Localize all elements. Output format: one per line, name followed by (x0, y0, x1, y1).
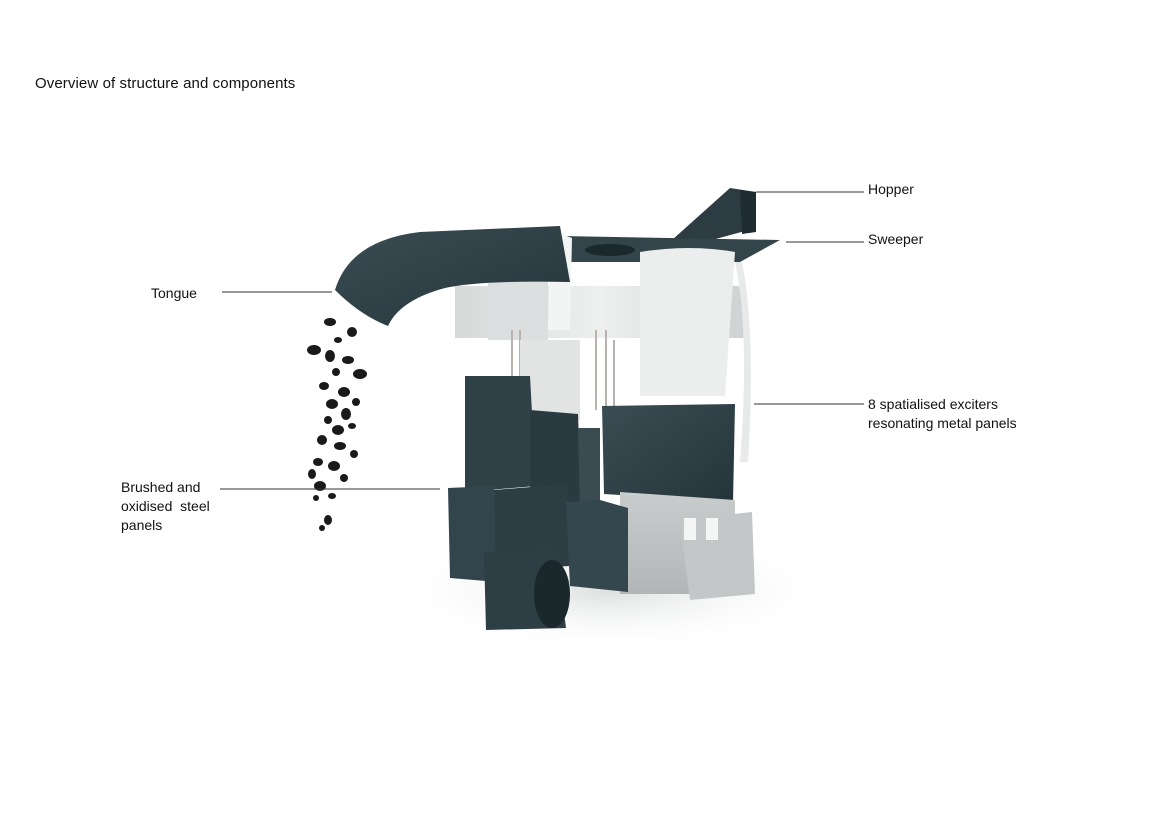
leader-lines (220, 191, 864, 490)
exciters-label: 8 spatialised exciters resonating metal … (868, 395, 1017, 433)
pebbles (307, 318, 367, 531)
steel-panels (448, 376, 628, 630)
exciter-panel (602, 404, 735, 502)
hopper-label: Hopper (868, 181, 914, 197)
exciters-label-line-1: 8 spatialised exciters (868, 396, 998, 412)
hopper (672, 188, 756, 246)
steel-label-line-3: panels (121, 517, 163, 533)
page-title: Overview of structure and components (35, 75, 296, 92)
tongue-label: Tongue (151, 285, 197, 301)
steel-label: Brushed and oxidised steel panels (121, 478, 210, 535)
tongue (335, 226, 570, 326)
lower-grey-panels (620, 492, 755, 600)
steel-label-line-2: oxidised steel (121, 498, 210, 514)
exciters-label-line-2: resonating metal panels (868, 415, 1017, 431)
steel-label-line-1: Brushed and (121, 479, 201, 495)
sweeper-label: Sweeper (868, 231, 924, 247)
